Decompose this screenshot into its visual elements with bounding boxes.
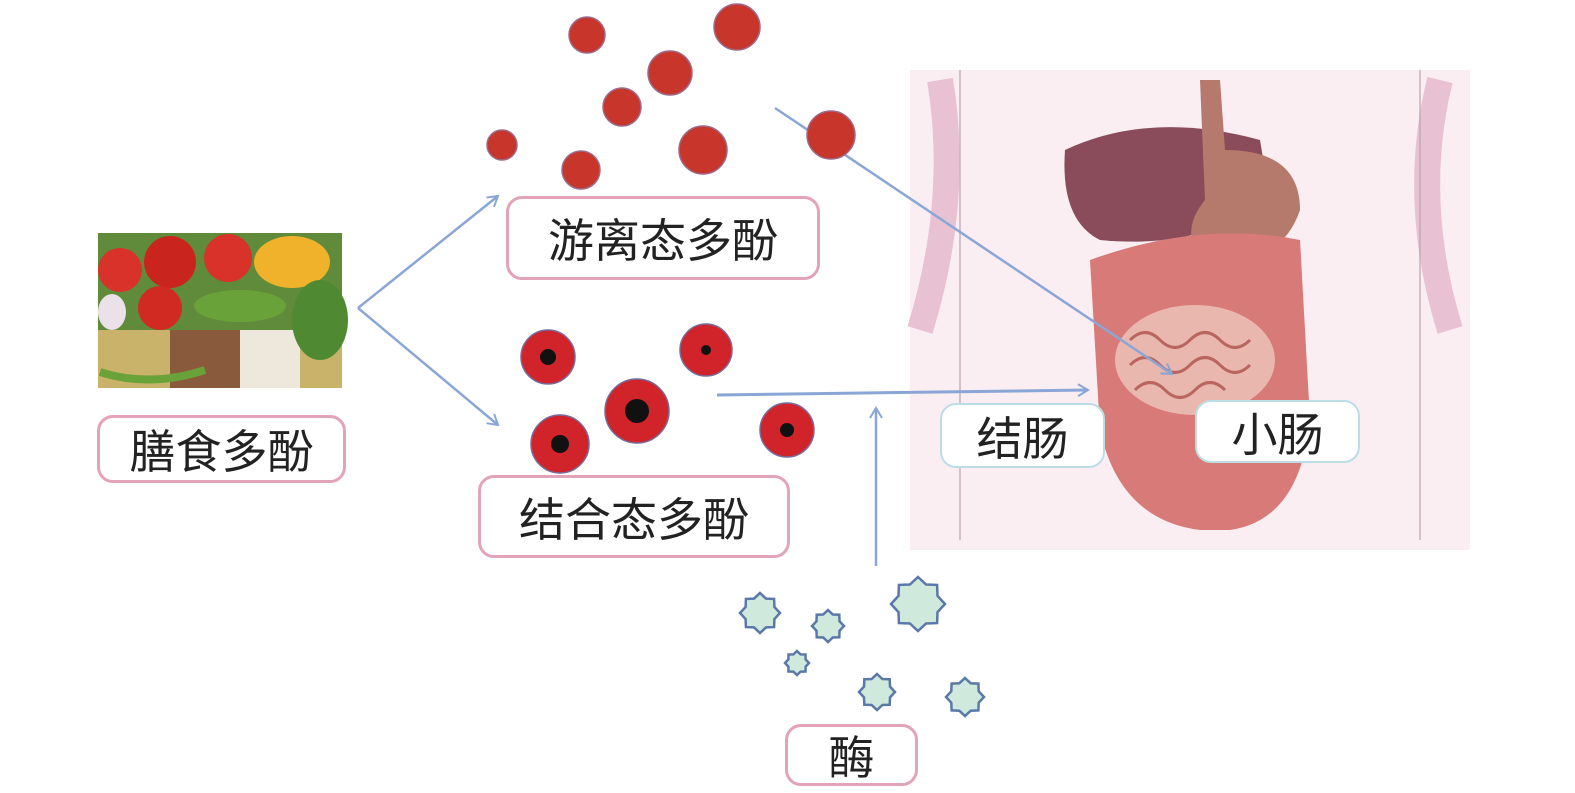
arrow-to-bound [357,307,500,427]
enzyme-star [783,649,811,677]
free-polyphenol-particle [806,110,856,160]
enzyme-star [889,575,947,633]
enzyme-star [857,672,897,712]
free-polyphenol-particle [713,3,761,51]
label-colon: 结肠 [940,403,1105,468]
enzyme-particles [738,575,986,718]
free-polyphenol-particle [486,129,518,161]
label-enzyme: 酶 [785,724,918,786]
label-bound-polyphenol: 结合态多酚 [478,475,790,558]
label-small-intestine: 小肠 [1195,400,1360,463]
bound-polyphenol-particle [520,329,576,385]
bound-polyphenol-particle [679,323,733,377]
bound-polyphenol-particles [520,323,815,474]
free-polyphenol-particles [486,3,856,190]
digestive-system-illustration [907,70,1470,550]
vegetables-image [98,233,348,388]
free-polyphenol-particle [602,87,642,127]
arrow-to-free [357,194,500,309]
enzyme-star [810,608,846,644]
bound-polyphenol-particle [530,414,590,474]
free-polyphenol-particle [678,125,728,175]
bound-polyphenol-particle [604,378,670,444]
enzyme-star [944,676,986,718]
label-dietary-polyphenol: 膳食多酚 [97,415,346,483]
arrow-bound-to-colon [716,383,1090,397]
label-free-polyphenol: 游离态多酚 [506,196,820,280]
enzyme-star [738,591,782,635]
free-polyphenol-particle [647,50,693,96]
free-polyphenol-particle [561,150,601,190]
free-polyphenol-particle [568,16,606,54]
bound-polyphenol-particle [759,402,815,458]
